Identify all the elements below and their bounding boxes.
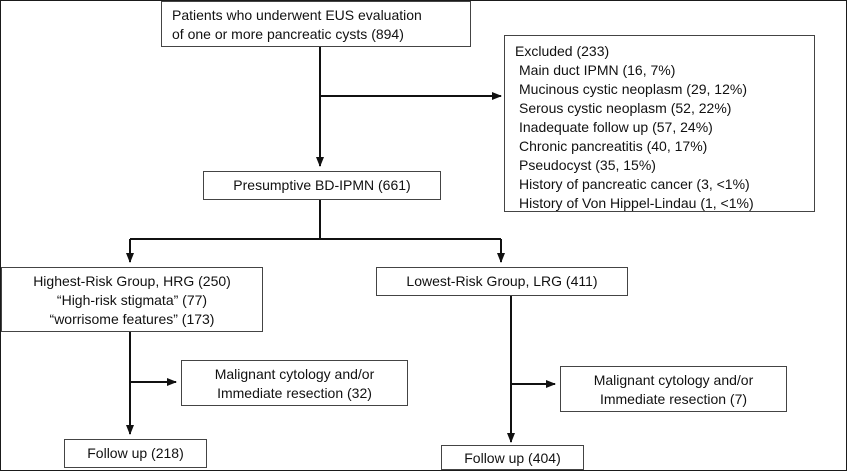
node-excluded-title: Excluded (233) xyxy=(515,43,610,59)
node-hrg-followup: Follow up (218) xyxy=(64,439,207,468)
node-lrg-label: Lowest-Risk Group, LRG (411) xyxy=(406,273,598,289)
node-presumptive-label: Presumptive BD-IPMN (661) xyxy=(233,177,411,193)
excluded-item: Chronic pancreatitis (40, 17%) xyxy=(519,138,708,154)
node-patients: Patients who underwent EUS evaluation of… xyxy=(161,1,471,47)
node-lrg-malignant-line-1: Malignant cytology and/or xyxy=(593,372,754,388)
node-hrg: Highest-Risk Group, HRG (250) “High-risk… xyxy=(1,267,263,332)
node-patients-line-1: Patients who underwent EUS evaluation xyxy=(172,7,422,23)
node-lrg-malignant-line-2: Immediate resection (7) xyxy=(599,391,748,407)
excluded-item: Inadequate follow up (57, 24%) xyxy=(519,119,713,135)
excluded-item: History of pancreatic cancer (3, <1%) xyxy=(519,176,750,192)
excluded-item: Mucinous cystic neoplasm (29, 12%) xyxy=(519,81,747,97)
node-hrg-malignant-line-2: Immediate resection (32) xyxy=(217,385,372,401)
node-lrg-followup-label: Follow up (404) xyxy=(464,450,561,466)
node-hrg-malignant: Malignant cytology and/or Immediate rese… xyxy=(181,360,408,406)
node-presumptive: Presumptive BD-IPMN (661) xyxy=(203,171,441,200)
node-lrg-malignant: Malignant cytology and/or Immediate rese… xyxy=(560,366,787,412)
excluded-item: History of Von Hippel-Lindau (1, <1%) xyxy=(519,195,754,211)
excluded-item: Pseudocyst (35, 15%) xyxy=(519,157,656,173)
node-excluded: Excluded (233) Main duct IPMN (16, 7%) M… xyxy=(504,35,815,212)
node-hrg-line-2: “High-risk stigmata” (77) xyxy=(56,292,208,308)
node-hrg-malignant-line-1: Malignant cytology and/or xyxy=(214,366,375,382)
excluded-item: Main duct IPMN (16, 7%) xyxy=(519,62,676,78)
node-patients-line-2: of one or more pancreatic cysts (894) xyxy=(172,26,404,42)
node-lrg-followup: Follow up (404) xyxy=(441,445,584,470)
node-lrg: Lowest-Risk Group, LRG (411) xyxy=(376,267,628,296)
node-hrg-line-3: “worrisome features” (173) xyxy=(49,311,215,327)
node-hrg-line-1: Highest-Risk Group, HRG (250) xyxy=(33,273,231,289)
excluded-item: Serous cystic neoplasm (52, 22%) xyxy=(519,100,732,116)
node-hrg-followup-label: Follow up (218) xyxy=(87,445,184,461)
